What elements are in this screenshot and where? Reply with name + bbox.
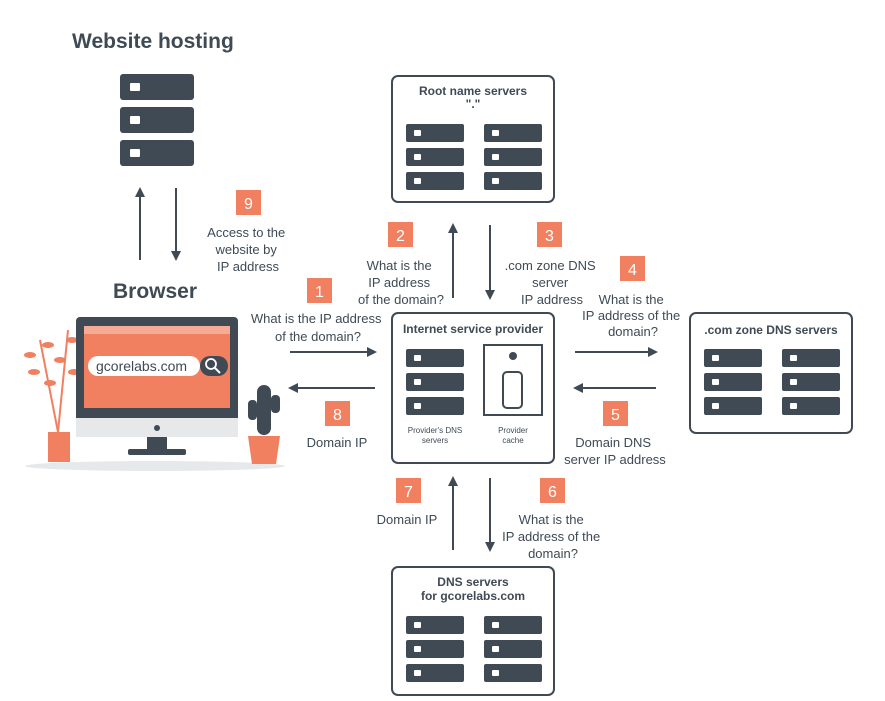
search-bar[interactable] (88, 356, 200, 376)
desk-shadow (25, 461, 285, 471)
step-badge-9: 9 (236, 190, 261, 215)
step-7-label: Domain IP (377, 512, 438, 527)
root-box-title: Root name servers (419, 84, 527, 98)
page-title: Website hosting (72, 30, 234, 53)
svg-text:8: 8 (333, 407, 342, 424)
root-box-subtitle: "." (466, 97, 481, 111)
com-box-title: .com zone DNS servers (704, 323, 838, 337)
step-9-label: Access to the website by IP address (207, 225, 289, 274)
cache-phone-icon (483, 344, 543, 416)
server-rack-icon (484, 124, 542, 190)
svg-text:3: 3 (545, 228, 554, 245)
hosting-server-icon (120, 74, 194, 166)
gcore-box-title: DNS servers (437, 575, 509, 589)
step-badge-8: 8 (325, 401, 350, 426)
step-8-label: Domain IP (307, 435, 368, 450)
server-rack-icon (406, 124, 464, 190)
svg-text:6: 6 (548, 484, 557, 501)
gcorelabs-dns-box (391, 566, 555, 696)
step-badge-7: 7 (396, 478, 421, 503)
isp-cache-caption: Provider (498, 426, 528, 435)
plant-left-icon (24, 329, 80, 462)
isp-cache-caption-2: cache (502, 436, 524, 445)
step-badge-3: 3 (537, 222, 562, 247)
search-input[interactable]: gcorelabs.com (96, 358, 187, 374)
root-name-servers-box (391, 75, 555, 203)
isp-box-title: Internet service provider (403, 322, 543, 336)
step-badge-5: 5 (603, 401, 628, 426)
svg-text:9: 9 (244, 196, 253, 213)
step-badge-1: 1 (307, 278, 332, 303)
step-3-label: .com zone DNS server IP address (505, 258, 600, 307)
step-badge-6: 6 (540, 478, 565, 503)
svg-text:1: 1 (315, 284, 324, 301)
search-icon[interactable] (200, 356, 228, 376)
step-5-label: Domain DNS server IP address (564, 435, 666, 467)
step-4-label: What is the IP address of the domain? (582, 292, 684, 339)
isp-dns-caption: Provider's DNS (408, 426, 462, 435)
cactus-icon (248, 385, 280, 464)
step-badge-4: 4 (620, 256, 645, 281)
svg-text:7: 7 (404, 484, 413, 501)
server-rack-icon (704, 349, 762, 415)
browser-label: Browser (113, 280, 197, 303)
step-2-label: What is the IP address of the domain? (358, 258, 444, 307)
step-1-label: What is the IP address of the domain? (251, 311, 385, 344)
step-6-label: What is the IP address of the domain? (502, 512, 604, 561)
monitor-icon (76, 317, 238, 455)
svg-text:2: 2 (396, 228, 405, 245)
svg-text:4: 4 (628, 262, 637, 279)
server-rack-icon (406, 349, 464, 415)
gcore-box-subtitle: for gcorelabs.com (421, 589, 525, 603)
server-rack-icon (484, 616, 542, 682)
step-badge-2: 2 (388, 222, 413, 247)
isp-dns-caption-2: servers (422, 436, 448, 445)
server-rack-icon (782, 349, 840, 415)
svg-text:5: 5 (611, 407, 620, 424)
server-rack-icon (406, 616, 464, 682)
